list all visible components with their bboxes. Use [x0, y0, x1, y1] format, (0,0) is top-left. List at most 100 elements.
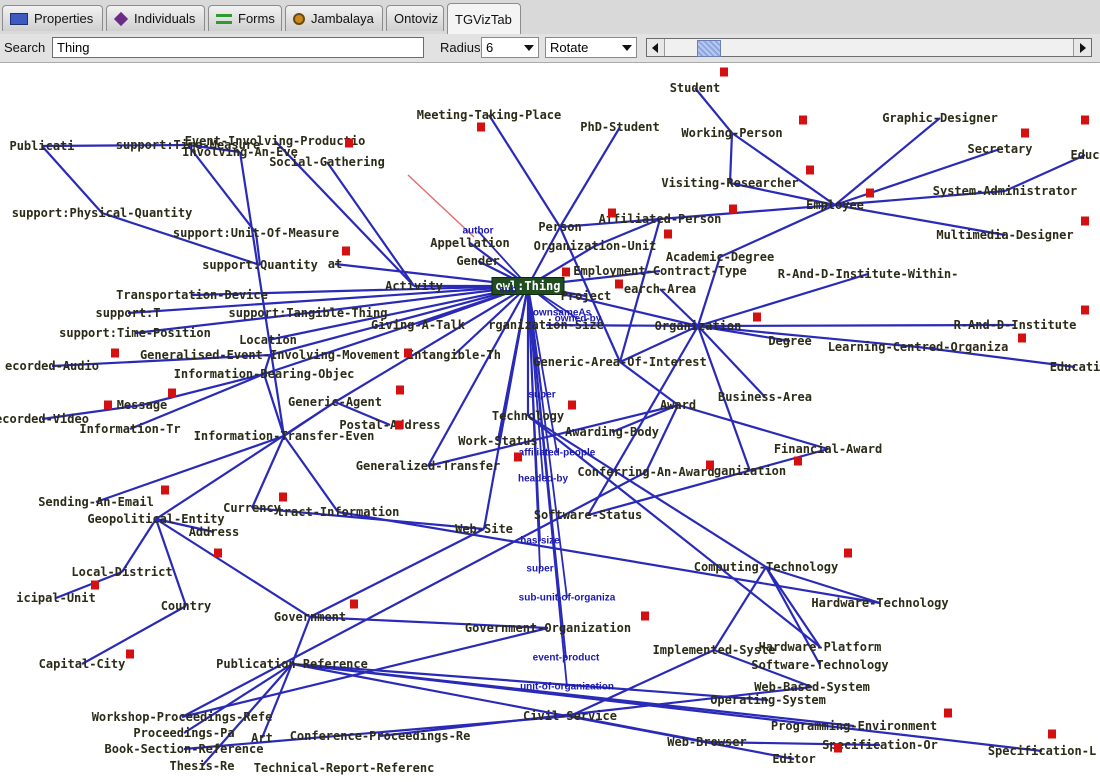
graph-node[interactable]: Learning-Centred-Organiza: [827, 340, 1009, 354]
tab-forms[interactable]: Forms: [208, 5, 282, 31]
focus-node[interactable]: owl:Thing: [491, 277, 565, 295]
expand-badge-icon[interactable]: [608, 208, 616, 218]
scroll-left-button[interactable]: [647, 39, 665, 56]
graph-node[interactable]: support:Tangible-Thing: [228, 306, 388, 320]
relation-label[interactable]: owned-by: [554, 313, 602, 325]
graph-node[interactable]: Address: [188, 525, 240, 539]
graph-node[interactable]: PhD-Student: [580, 120, 660, 134]
expand-badge-icon[interactable]: [395, 420, 403, 430]
expand-badge-icon[interactable]: [753, 312, 761, 322]
graph-node[interactable]: Working-Person: [681, 126, 783, 140]
graph-node[interactable]: support:Time-Measure: [115, 138, 261, 152]
graph-node[interactable]: Publication-Reference: [216, 657, 368, 671]
relation-label[interactable]: sub-unit-of-organiza: [518, 592, 616, 604]
expand-badge-icon[interactable]: [168, 388, 176, 398]
graph-node[interactable]: Capital-City: [38, 657, 126, 671]
graph-node[interactable]: Geopolitical-Entity: [87, 512, 225, 526]
graph-node[interactable]: Art: [251, 731, 273, 745]
expand-badge-icon[interactable]: [1018, 333, 1026, 343]
graph-node[interactable]: Technology: [491, 409, 565, 423]
graph-node[interactable]: Workshop-Proceedings-Refe: [91, 710, 273, 724]
relation-label[interactable]: affiliated-people: [518, 447, 596, 459]
graph-node[interactable]: Information-Transfer-Even: [193, 429, 375, 443]
graph-node[interactable]: Location: [239, 333, 297, 347]
mode-select[interactable]: Rotate: [545, 37, 637, 58]
graph-node[interactable]: Student: [669, 81, 721, 95]
graph-node[interactable]: support:Time-Position: [59, 326, 211, 340]
graph-node[interactable]: Educ: [1070, 148, 1100, 162]
graph-node[interactable]: R-And-D-Institute-Within-: [777, 267, 959, 281]
expand-badge-icon[interactable]: [396, 385, 404, 395]
graph-node[interactable]: Involving-An-Eve: [182, 145, 298, 159]
graph-node[interactable]: Software-Technology: [751, 658, 889, 672]
graph-node[interactable]: Government-Organization: [464, 621, 632, 635]
graph-node[interactable]: support:Quantity: [202, 258, 318, 272]
graph-node[interactable]: Organization: [654, 319, 742, 333]
graph-node[interactable]: Generalized-Transfer: [355, 459, 501, 473]
graph-node[interactable]: Employment-Contract-Type: [573, 264, 747, 278]
graph-node[interactable]: Generic-Area-Of-Interest: [533, 355, 707, 369]
radius-select[interactable]: 6: [481, 37, 539, 58]
graph-node[interactable]: Country: [160, 599, 212, 613]
graph-node[interactable]: earch-Area: [623, 282, 697, 296]
relation-label[interactable]: super: [526, 563, 554, 575]
graph-node[interactable]: at: [327, 257, 343, 271]
graph-node[interactable]: Financial-Award: [773, 442, 883, 456]
graph-node[interactable]: Awarding-Body: [565, 425, 659, 439]
search-input[interactable]: [52, 37, 424, 58]
graph-node[interactable]: System-Administrator: [932, 184, 1078, 198]
graph-node[interactable]: Award: [659, 398, 697, 412]
graph-node[interactable]: Generalised-Event-Involving-Movement: [139, 348, 401, 362]
graph-node[interactable]: Implemented-Syste: [652, 643, 776, 657]
expand-badge-icon[interactable]: [1081, 305, 1089, 315]
expand-badge-icon[interactable]: [844, 548, 852, 558]
relation-label[interactable]: event-product: [532, 652, 600, 664]
graph-node[interactable]: Government: [273, 610, 347, 624]
expand-badge-icon[interactable]: [514, 452, 522, 462]
expand-badge-icon[interactable]: [729, 204, 737, 214]
scroll-right-button[interactable]: [1073, 39, 1091, 56]
expand-badge-icon[interactable]: [91, 580, 99, 590]
graph-node[interactable]: Technical-Report-Referenc: [253, 761, 435, 775]
graph-node[interactable]: ecorded-Audio: [5, 359, 99, 373]
expand-badge-icon[interactable]: [126, 649, 134, 659]
tab-tgviztab[interactable]: TGVizTab: [447, 3, 521, 34]
graph-node[interactable]: Web-Browser: [667, 735, 747, 749]
expand-badge-icon[interactable]: [161, 485, 169, 495]
graph-node[interactable]: Multimedia-Designer: [936, 228, 1074, 242]
graph-node[interactable]: Programming-Environment: [770, 719, 938, 733]
expand-badge-icon[interactable]: [345, 138, 353, 148]
graph-node[interactable]: Transportation-Device: [116, 288, 268, 302]
graph-node[interactable]: Specification-L: [987, 744, 1097, 758]
relation-label[interactable]: super: [528, 389, 556, 401]
graph-node[interactable]: Web-Based-System: [754, 680, 870, 694]
graph-node[interactable]: Intangible-Th: [407, 348, 501, 362]
graph-node[interactable]: Event-Involving-Productio: [184, 134, 366, 148]
graph-node[interactable]: ecorded-Video: [0, 412, 89, 426]
graph-node[interactable]: Conference-Proceedings-Re: [289, 729, 471, 743]
graph-node[interactable]: Educati: [1049, 360, 1100, 374]
graph-node[interactable]: support:Unit-Of-Measure: [172, 226, 340, 240]
expand-badge-icon[interactable]: [806, 165, 814, 175]
graph-node[interactable]: R-And-D-Institute: [953, 318, 1077, 332]
expand-badge-icon[interactable]: [664, 229, 672, 239]
relation-label[interactable]: sub: [499, 284, 517, 296]
graph-node[interactable]: tract-Information: [276, 505, 400, 519]
expand-badge-icon[interactable]: [1081, 216, 1089, 226]
graph-node[interactable]: Civil-Service: [523, 709, 617, 723]
graph-node[interactable]: Activity: [385, 279, 443, 293]
expand-badge-icon[interactable]: [720, 67, 728, 77]
expand-badge-icon[interactable]: [568, 400, 576, 410]
tab-ontoviz[interactable]: Ontoviz: [386, 5, 444, 31]
expand-badge-icon[interactable]: [1021, 128, 1029, 138]
graph-node[interactable]: Conferring-An-Award: [577, 465, 715, 479]
graph-node[interactable]: Employee: [806, 198, 864, 212]
expand-badge-icon[interactable]: [615, 279, 623, 289]
graph-node[interactable]: Secretary: [967, 142, 1033, 156]
relation-label[interactable]: unit-of-organization: [520, 681, 614, 693]
graph-node[interactable]: Proceedings-Pa: [133, 726, 235, 740]
graph-node[interactable]: Information-Tr: [79, 422, 181, 436]
expand-badge-icon[interactable]: [1048, 729, 1056, 739]
expand-badge-icon[interactable]: [477, 122, 485, 132]
graph-node[interactable]: icipal-Unit: [16, 591, 96, 605]
